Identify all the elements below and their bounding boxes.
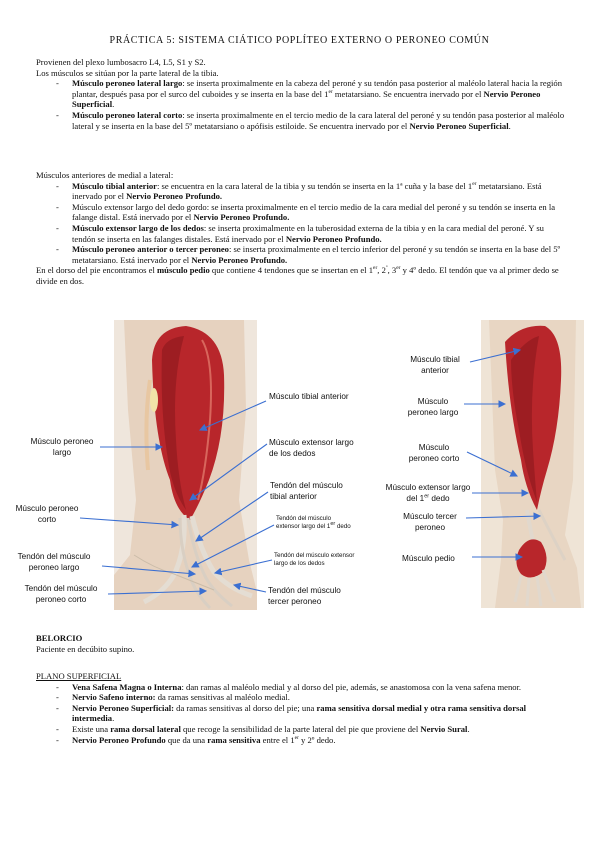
list-item: Músculo peroneo lateral largo: se insert… — [36, 78, 566, 110]
intro-line: Provienen del plexo lumbosacro L4, L5, S… — [36, 57, 206, 67]
label-peroneo-corto-left: Músculo peroneo corto — [15, 504, 79, 524]
section-heading: PLANO SUPERFICIAL — [36, 671, 122, 681]
anterior-muscle-list: Músculo tibial anterior: se encuentra en… — [36, 181, 566, 266]
list-item: Músculo peroneo lateral corto: se insert… — [36, 110, 566, 131]
paragraph: Paciente en decúbito supino. — [36, 643, 135, 654]
label-peroneo-largo-right: Músculo peroneo largo — [407, 397, 459, 417]
label-extensor-dedos-left: Músculo extensor largo de los dedos — [269, 438, 354, 458]
section-heading: Músculos anteriores de medial a lateral: — [36, 170, 174, 180]
label-tercer-peroneo-right: Músculo tercer peroneo — [403, 512, 457, 532]
superficial-list: Vena Safena Magna o Interna: dan ramas a… — [36, 682, 566, 746]
list-item: Nervio Safeno interno: da ramas sensitiv… — [36, 692, 566, 703]
leg-illustration-left — [114, 320, 257, 610]
label-tendon-peroneo-corto-left: Tendón del músculo peroneo corto — [24, 584, 98, 604]
list-item: Músculo extensor largo de los dedos: se … — [36, 223, 566, 244]
intro-line: Los músculos se sitúan por la parte late… — [36, 67, 219, 78]
list-item: Músculo tibial anterior: se encuentra en… — [36, 181, 566, 202]
belorcio-section: BELORCIO Paciente en decúbito supino. — [36, 633, 566, 654]
plano-superficial-section: PLANO SUPERFICIAL Vena Safena Magna o In… — [36, 671, 566, 745]
label-tendon-peroneo-largo-left: Tendón del músculo peroneo largo — [17, 552, 91, 572]
leg-photo-left — [114, 320, 257, 610]
leg-photo-right — [481, 320, 584, 608]
label-tendon-tercer-peroneo-left: Tendón del músculo tercer peroneo — [268, 586, 341, 606]
label-peroneo-largo-left: Músculo peroneo largo — [30, 437, 94, 457]
section-heading: BELORCIO — [36, 633, 83, 643]
intro-section: Provienen del plexo lumbosacro L4, L5, S… — [36, 57, 566, 131]
label-tibial-anterior-left: Músculo tibial anterior — [269, 392, 349, 401]
list-item: Músculo extensor largo del dedo gordo: s… — [36, 202, 566, 223]
page-title: PRÁCTICA 5: SISTEMA CIÁTICO POPLÍTEO EXT… — [109, 35, 490, 46]
list-item: Vena Safena Magna o Interna: dan ramas a… — [36, 682, 566, 693]
label-pedio-right: Músculo pedio — [402, 554, 455, 563]
list-item: Nervio Peroneo Profundo que da una rama … — [36, 735, 566, 746]
label-tendon-tibial-left: Tendón del músculo tibial anterior — [270, 481, 343, 501]
lateral-muscle-list: Músculo peroneo lateral largo: se insert… — [36, 78, 566, 131]
dorsal-paragraph: En el dorso del pie encontramos el múscu… — [36, 265, 559, 286]
label-tibial-anterior-right: Músculo tibial anterior — [410, 355, 460, 375]
leg-illustration-right — [481, 320, 584, 608]
label-peroneo-corto-right: Músculo peroneo corto — [408, 443, 460, 463]
label-tendon-extensor-dedos-left: Tendón del músculo extensor largo de los… — [274, 552, 355, 568]
list-item: Músculo peroneo anterior o tercer perone… — [36, 244, 566, 265]
label-tendon-extensor-1-left: Tendón del músculo extensor largo del 1e… — [276, 515, 351, 531]
label-extensor-1-right: Músculo extensor largo del 1er dedo — [385, 483, 471, 503]
list-item: Existe una rama dorsal lateral que recog… — [36, 724, 566, 735]
list-item: Nervio Peroneo Superficial: da ramas sen… — [36, 703, 566, 724]
anterior-section: Músculos anteriores de medial a lateral:… — [36, 170, 566, 287]
